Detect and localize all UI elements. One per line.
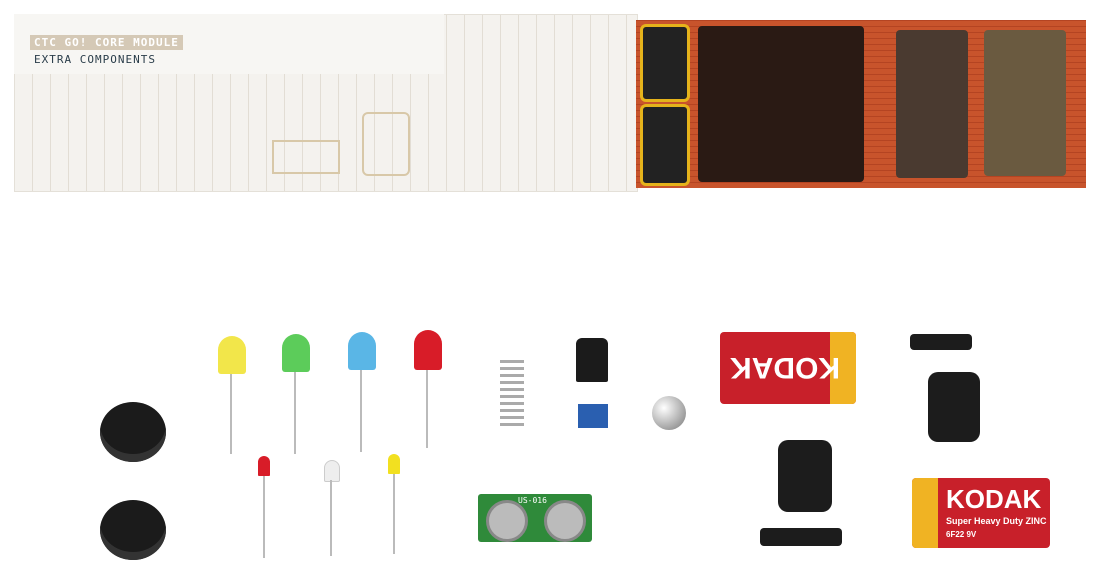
battery-band bbox=[830, 332, 856, 404]
potentiometer-knob bbox=[576, 338, 608, 382]
led-leg bbox=[393, 474, 395, 554]
led-leg bbox=[330, 480, 332, 556]
battery-9v-rotated: KODAK bbox=[720, 332, 856, 404]
led-blue bbox=[348, 332, 376, 370]
piezo-buzzer bbox=[100, 402, 166, 462]
ultrasonic-transducer bbox=[544, 500, 586, 542]
led-leg bbox=[230, 374, 232, 454]
tray-slot-battery-clip-2 bbox=[640, 104, 690, 186]
small-led-red bbox=[258, 456, 270, 476]
ultrasonic-label: US-016 bbox=[518, 496, 547, 505]
led-leg bbox=[426, 370, 428, 448]
led-green bbox=[282, 334, 310, 372]
tray-leds bbox=[984, 30, 1066, 176]
led-leg bbox=[294, 372, 296, 454]
small-led-clear bbox=[324, 460, 340, 482]
box-illustration-switch-icon bbox=[362, 112, 410, 176]
tray-slot-battery-clip-1 bbox=[640, 24, 690, 102]
tray-buzzers-springs bbox=[896, 30, 968, 178]
ultrasonic-sensor: US-016 bbox=[478, 494, 592, 542]
ultrasonic-transducer bbox=[486, 500, 528, 542]
tilt-ball bbox=[652, 396, 686, 430]
led-yellow bbox=[218, 336, 246, 374]
battery-clip bbox=[928, 372, 980, 442]
battery-brand: KODAK bbox=[730, 351, 840, 384]
led-red bbox=[414, 330, 442, 370]
led-leg bbox=[360, 370, 362, 452]
small-led-yellow bbox=[388, 454, 400, 474]
battery-clip bbox=[778, 440, 832, 512]
battery-band bbox=[912, 478, 938, 548]
battery-brand: KODAK bbox=[946, 484, 1042, 514]
battery-9v: KODAK Super Heavy Duty ZINC 6F22 9V bbox=[912, 478, 1050, 548]
led-leg bbox=[263, 476, 265, 558]
box-subtitle: EXTRA COMPONENTS bbox=[34, 53, 156, 66]
box-illustration-battery-icon bbox=[272, 140, 340, 174]
battery-model: 6F22 9V bbox=[946, 530, 977, 539]
barrel-jack-plug bbox=[760, 528, 842, 546]
barrel-jack-plug bbox=[910, 334, 972, 350]
piezo-buzzer bbox=[100, 500, 166, 560]
spring bbox=[500, 356, 524, 426]
box-title: CTC GO! CORE MODULE bbox=[30, 35, 183, 50]
tray-battery-clips bbox=[698, 26, 864, 182]
battery-line: Super Heavy Duty ZINC bbox=[946, 516, 1047, 526]
potentiometer bbox=[578, 404, 608, 428]
